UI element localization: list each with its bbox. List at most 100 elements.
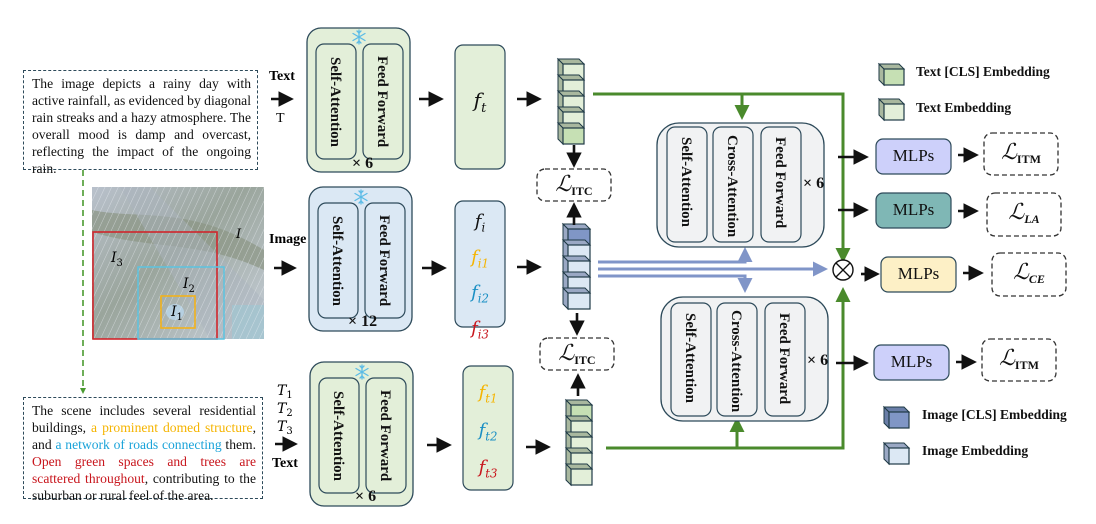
image-feed-forward-label: Feed Forward — [376, 215, 392, 307]
mlp-head-itm-top-box — [875, 138, 952, 175]
feature-box-text-top — [454, 44, 506, 170]
image-label-i3: I3 — [110, 250, 123, 269]
blue-line-to-fusion-bottom — [598, 274, 753, 293]
image-self-attention-label: Self-Attention — [329, 216, 345, 306]
feature-label: ft1 — [478, 382, 498, 406]
caption-segment: a prominent domed structure — [91, 420, 253, 435]
text-embedding-cube — [564, 462, 594, 487]
legend — [877, 62, 911, 466]
caption-box-top: The image depicts a rainy day with activ… — [23, 70, 258, 176]
feature-box-text-bottom — [462, 365, 514, 491]
loss-itc-bottom: ℒITC — [558, 341, 596, 368]
legend-image-cube-icon — [882, 441, 911, 466]
region-i1-box — [160, 295, 196, 329]
fusion-bottom-feed-forward-label: Feed Forward — [776, 313, 792, 405]
legend-text-cls-cube-icon — [877, 62, 906, 87]
loss-itm-bottom: ℒITM — [999, 346, 1039, 373]
mlp-head-itm-bottom-label: MLPs — [890, 352, 933, 371]
fusion-top-self-attention-label: Self-Attention — [678, 137, 694, 227]
text-encoder-bottom — [309, 361, 414, 507]
green-line-top — [593, 92, 851, 263]
mlp-head-la-box — [875, 192, 952, 229]
text-top-feed-forward-label: Feed Forward — [374, 56, 390, 148]
caption-top-text: The image depicts a rainy day with activ… — [32, 76, 251, 176]
text-bottom-label: Text — [272, 456, 298, 471]
loss-ce-box — [991, 252, 1067, 297]
feature-label: fi1 — [471, 246, 489, 271]
image-label-i: I — [235, 227, 242, 242]
image-label-i1: I1 — [170, 304, 183, 323]
feature-label: ft2 — [478, 419, 498, 444]
legend-image-cls-cube-icon — [882, 405, 911, 430]
caption-segment: them. — [221, 437, 257, 452]
text-bottom-self-attention-label: Self-Attention — [330, 391, 346, 481]
mlp-head-ce-label: MLPs — [897, 264, 940, 283]
loss-itc-bottom-box — [539, 337, 615, 371]
text-bottom-symbol-3: T3 — [277, 419, 293, 437]
region-i2-box — [137, 266, 225, 340]
caption-box-bottom: The scene includes several residential b… — [23, 397, 263, 503]
image-repeat: × 12 — [348, 313, 378, 330]
legend-text-cube-icon — [877, 97, 906, 122]
image-encoder — [308, 186, 413, 332]
blue-line-to-fusion-top — [598, 247, 753, 264]
fusion-top-feed-forward-label: Feed Forward — [772, 137, 788, 229]
caption-bottom-text: The scene includes several residential b… — [32, 402, 256, 504]
loss-la-box — [986, 192, 1062, 237]
legend-image-cls-label: Image [CLS] Embedding — [922, 407, 1067, 422]
caption-link-arrowhead — [80, 388, 86, 394]
loss-itc-top: ℒITC — [555, 172, 593, 199]
mlp-head-ce-box — [880, 256, 957, 293]
loss-itm-top-box — [983, 132, 1059, 176]
text-embedding-stack-top — [556, 57, 586, 146]
loss-itc-top-box — [536, 168, 612, 202]
fusion-encoder-top — [656, 122, 825, 248]
mlp-head-itm-top-label: MLPs — [892, 146, 935, 165]
legend-text-cls-label: Text [CLS] Embedding — [916, 64, 1050, 79]
caption-segment: The scene includes several residential b… — [32, 403, 256, 435]
text-top-symbol: T — [276, 111, 285, 126]
aerial-image — [92, 187, 264, 339]
feature-list-text-bottom: ft1 ft2 ft3 — [463, 377, 513, 490]
fusion-bottom-self-attention-label: Self-Attention — [682, 313, 698, 403]
fusion-top-repeat: × 6 — [803, 175, 825, 192]
text-top-self-attention-label: Self-Attention — [327, 57, 343, 147]
combine-operator-icon — [832, 259, 854, 281]
fusion-encoder-bottom — [660, 296, 829, 422]
green-line-bottom — [606, 287, 851, 450]
feature-list-text-top: ft — [455, 88, 505, 116]
text-encoder-top — [306, 27, 411, 173]
text-bottom-symbol-2: T2 — [277, 401, 293, 419]
mlp-head-itm-bottom-box — [873, 344, 950, 381]
feature-label: fi — [474, 211, 486, 235]
fusion-top-cross-attention-label: Cross-Attention — [724, 135, 740, 238]
image-label-i2: I2 — [182, 276, 195, 295]
loss-itm-bottom-box — [981, 338, 1057, 382]
caption-segment: Open green spaces and trees are scattere… — [32, 454, 256, 486]
text-embedding-stack-bottom — [564, 398, 594, 487]
feature-box-image — [454, 200, 506, 328]
feature-label: ft — [473, 88, 487, 116]
feature-label: fi2 — [471, 282, 489, 306]
image-input-label: Image — [269, 232, 306, 247]
text-top-repeat: × 6 — [352, 155, 374, 172]
text-top-label: Text — [269, 69, 295, 84]
legend-image-emb-label: Image Embedding — [922, 443, 1029, 458]
fusion-bottom-repeat: × 6 — [807, 352, 829, 369]
text-cls-embedding-cube — [556, 121, 586, 146]
text-bottom-repeat: × 6 — [355, 488, 377, 505]
caption-segment: a network of roads connecting — [55, 437, 222, 452]
loss-ce: ℒCE — [1013, 260, 1045, 287]
text-bottom-feed-forward-label: Feed Forward — [377, 390, 393, 482]
text-bottom-symbol-1: T1 — [277, 383, 293, 401]
mlp-head-la-label: MLPs — [892, 200, 935, 219]
caption-segment: , and — [32, 420, 256, 452]
image-embedding-cube — [561, 286, 592, 311]
loss-itm-top: ℒITM — [1001, 140, 1041, 167]
feature-label: ft3 — [478, 457, 498, 481]
image-embedding-stack — [561, 222, 592, 311]
fusion-bottom-cross-attention-label: Cross-Attention — [728, 310, 744, 413]
caption-segment: , contributing to the suburban or rural … — [32, 471, 256, 503]
